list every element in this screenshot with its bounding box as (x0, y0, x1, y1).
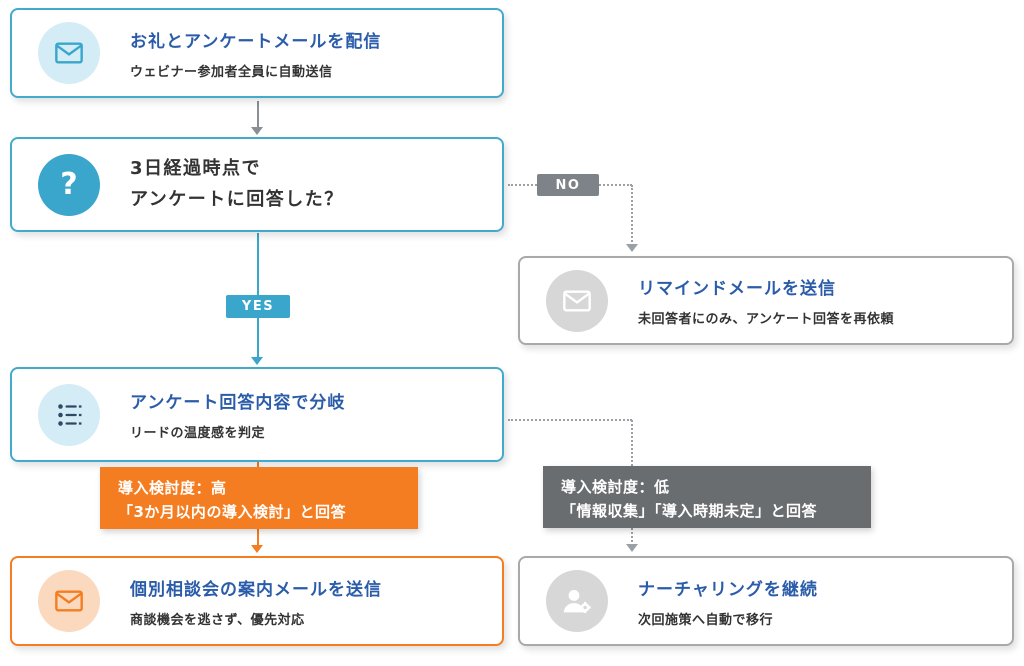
arrowhead-no (626, 244, 638, 252)
node-invite-mail: 個別相談会の案内メールを送信 商談機会を逃さず、優先対応 (10, 556, 504, 646)
question-icon: ? (38, 153, 100, 216)
no-label: NO (537, 174, 599, 196)
question-line1: 3日経過時点で (130, 157, 262, 179)
arrowhead-thanks-question (251, 127, 263, 135)
node-subtitle: 未回答者にのみ、アンケート回答を再依頼 (638, 312, 894, 327)
node-question: ? 3日経過時点で アンケートに回答した？ (10, 137, 504, 232)
arrowhead-low (626, 544, 638, 552)
arrowhead-high (251, 545, 263, 553)
connector-low-horizontal (508, 419, 632, 421)
branch-low-line1: 導入検討度：低 (561, 478, 670, 496)
arrowhead-yes (251, 357, 263, 365)
mail-icon (546, 269, 608, 332)
node-title: リマインドメールを送信 (638, 279, 836, 299)
node-branch: アンケート回答内容で分岐 リードの温度感を判定 (10, 367, 504, 462)
person-gear-icon (546, 570, 608, 632)
node-remind-mail: リマインドメールを送信 未回答者にのみ、アンケート回答を再依頼 (518, 256, 1014, 345)
node-subtitle: ウェビナー参加者全員に自動送信 (130, 64, 333, 80)
branch-low-label: 導入検討度：低 「情報収集」「導入時期未定」と回答 (543, 466, 871, 528)
connector-thanks-question (257, 101, 259, 129)
node-thanks-mail: お礼とアンケートメールを配信 ウェビナー参加者全員に自動送信 (10, 8, 504, 98)
branch-high-line1: 導入検討度：高 (118, 479, 227, 497)
mail-icon (38, 570, 100, 632)
node-title: 個別相談会の案内メールを送信 (130, 579, 382, 600)
branch-high-label: 導入検討度：高 「3か月以内の導入検討」と回答 (100, 467, 418, 529)
node-subtitle: リードの温度感を判定 (130, 426, 266, 441)
branch-high-line2: 「3か月以内の導入検討」と回答 (118, 503, 346, 521)
node-subtitle: 次回施策へ自動で移行 (638, 612, 774, 628)
question-line2: アンケートに回答した？ (130, 188, 344, 210)
connector-no-vertical (631, 185, 633, 246)
node-subtitle: 商談機会を逃さず、優先対応 (130, 612, 305, 628)
node-title: お礼とアンケートメールを配信 (130, 31, 382, 52)
node-title: ナーチャリングを継続 (638, 579, 818, 600)
yes-label: YES (226, 295, 290, 318)
node-title: アンケート回答内容で分岐 (130, 393, 346, 413)
node-nurture: ナーチャリングを継続 次回施策へ自動で移行 (518, 556, 1014, 646)
survey-icon (38, 383, 100, 446)
mail-icon (38, 22, 100, 84)
branch-low-line2: 「情報収集」「導入時期未定」と回答 (561, 502, 818, 520)
